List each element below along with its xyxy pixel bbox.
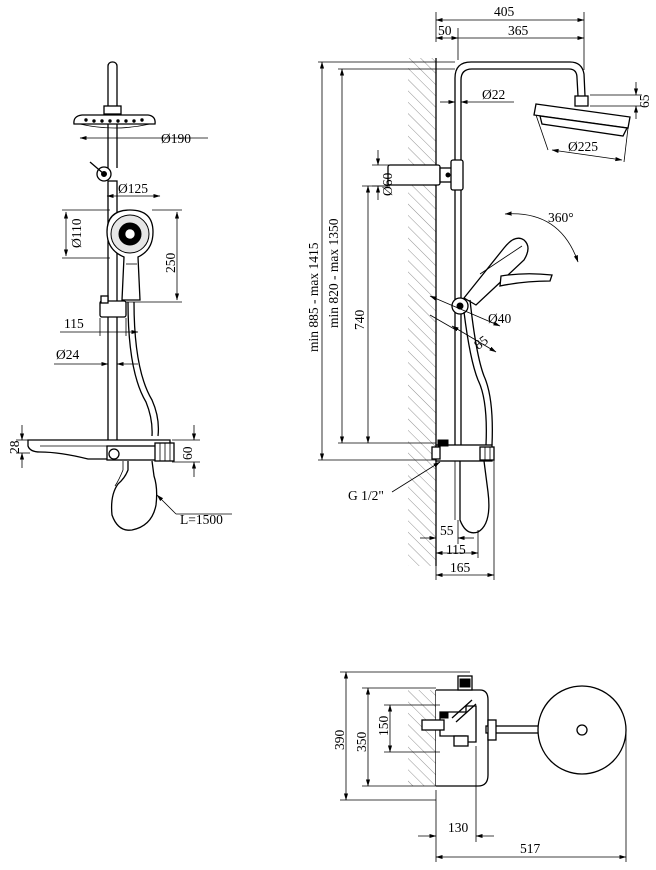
- dim-front-mixer-height: 60: [180, 446, 195, 460]
- side-riser-pipe: [454, 61, 586, 445]
- dim-front-head-diameter: Ø190: [161, 131, 191, 146]
- front-top-pipe: [107, 61, 118, 111]
- dim-side-depth-115: 115: [446, 542, 466, 557]
- dim-front-travel: 250: [163, 253, 178, 274]
- front-mixer-button: [108, 448, 120, 460]
- dim-top-390: 390: [332, 730, 347, 751]
- dim-front-shelf: 28: [7, 440, 22, 454]
- dim-side-depth-165: 165: [450, 560, 471, 575]
- dim-side-thread: G 1/2": [348, 488, 384, 503]
- side-wall-bracket: [387, 164, 441, 186]
- dim-top-130: 130: [448, 820, 469, 835]
- dim-front-hand-face: Ø110: [69, 218, 84, 248]
- dim-side-bracket: Ø60: [380, 173, 395, 196]
- front-head-nozzles: [84, 118, 144, 123]
- top-wall: [408, 690, 436, 786]
- dim-top-517: 517: [520, 841, 541, 856]
- dim-side-rotation: 360°: [548, 210, 574, 225]
- dim-side-holder-diameter: Ø40: [488, 311, 511, 326]
- front-view: Ø190 Ø125 Ø110 250 115 Ø24 28 60 L=1500: [7, 61, 232, 531]
- dim-front-holder-offset: 115: [64, 316, 84, 331]
- top-view: 390 350 150 130 517: [332, 671, 627, 862]
- dim-side-height-pipe: min 820 - max 1350: [326, 218, 341, 328]
- dim-side-bracket-height: 740: [352, 310, 367, 331]
- front-head-underside: [79, 123, 151, 129]
- front-hose-lower: [110, 460, 158, 531]
- dim-side-head-joint: 65: [637, 94, 652, 108]
- dim-side-reach: 405: [494, 4, 515, 19]
- side-wall: [408, 58, 436, 566]
- dim-side-arm: 365: [508, 23, 529, 38]
- front-holder-clamp: [99, 300, 127, 318]
- front-head-connector: [103, 105, 122, 115]
- dim-front-hose: L=1500: [180, 512, 223, 527]
- dim-top-350: 350: [354, 732, 369, 753]
- front-hose-upper: [133, 301, 160, 437]
- side-view: 405 50 365 Ø22 65 Ø225 Ø60 360° min 885 …: [306, 4, 652, 580]
- dim-side-height-total: min 885 - max 1415: [306, 242, 321, 352]
- front-mixer-knob: [154, 442, 175, 462]
- dim-front-hand-diameter: Ø125: [118, 181, 148, 196]
- dim-side-depth-55: 55: [440, 523, 454, 538]
- dim-side-pipe: Ø22: [482, 87, 505, 102]
- dim-top-150: 150: [376, 716, 391, 737]
- dim-side-head: Ø225: [568, 139, 598, 154]
- dim-front-pipe: Ø24: [56, 347, 79, 362]
- dim-side-offset: 50: [438, 23, 452, 38]
